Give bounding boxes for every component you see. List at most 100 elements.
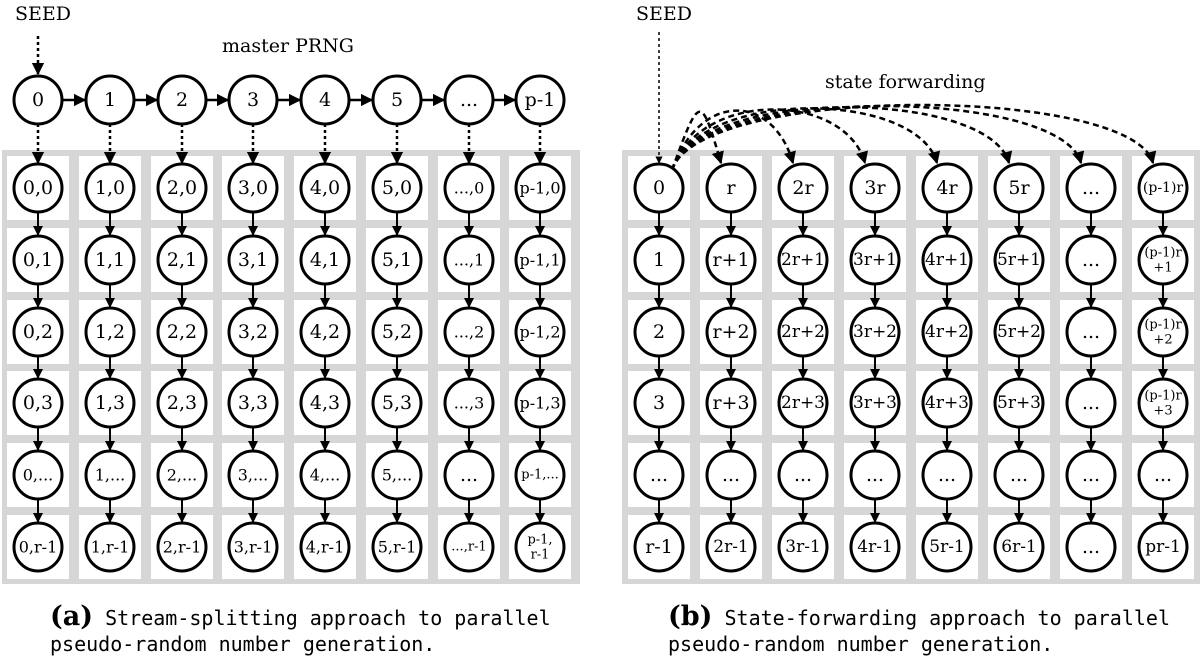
forward-node-circle [1137, 162, 1189, 214]
forward-node-label-line: (p-1)r [1144, 245, 1182, 260]
master-node-circle [371, 74, 423, 126]
stream-node-circle [12, 377, 64, 429]
stream-node: 5,1 [371, 234, 423, 286]
stream-node-label: 5,1 [382, 249, 412, 271]
forward-node-label: 4r-1 [857, 537, 893, 557]
stream-node-circle [514, 234, 566, 286]
stream-node-circle [443, 521, 495, 573]
stream-node: 5,2 [371, 306, 423, 358]
stream-node-label: 5,... [382, 466, 413, 485]
forward-node-label: 2r [792, 177, 814, 199]
master-node-circle [299, 74, 351, 126]
stream-node-circle [156, 162, 208, 214]
caption-b-line2: pseudo-random number generation. [668, 632, 1054, 656]
forward-node-circle [849, 306, 901, 358]
forward-node-label: ... [1082, 464, 1100, 486]
stream-node-circle [299, 377, 351, 429]
forward-node-label: r [726, 177, 736, 199]
caption-a-tag: (a) [50, 601, 94, 632]
caption-b-tag: (b) [668, 601, 713, 632]
forward-node: 5r+1 [993, 234, 1045, 286]
forward-node: 3 [633, 377, 685, 429]
stream-node-circle [443, 306, 495, 358]
stream-node-circle [371, 234, 423, 286]
stream-node-label: ...,2 [454, 323, 485, 342]
forward-node-circle [777, 306, 829, 358]
forward-node-circle [705, 521, 757, 573]
stream-node-label: 5,r-1 [378, 538, 417, 557]
forward-node: ... [921, 449, 973, 501]
stream-node-circle [514, 162, 566, 214]
stream-node-label-line: p-1, [527, 532, 552, 547]
forward-node-label: (p-1)r+1 [1144, 245, 1182, 275]
stream-node: ...,r-1 [443, 521, 495, 573]
stream-node: 1,3 [84, 377, 136, 429]
forward-node: ... [705, 449, 757, 501]
prng-diagram: SEED master PRNG SEED state forwarding 0… [2, 3, 1200, 584]
master-node: 5 [371, 74, 423, 126]
forward-node: 2 [633, 306, 685, 358]
forward-node-circle [1137, 234, 1189, 286]
forward-node-circle [705, 377, 757, 429]
stream-node-circle [371, 162, 423, 214]
forward-node-circle [849, 449, 901, 501]
stream-node: 4,2 [299, 306, 351, 358]
forward-node-label: (p-1)r+2 [1144, 317, 1182, 347]
stream-node-label: 2,1 [167, 249, 197, 271]
stream-node-circle [84, 377, 136, 429]
stream-node-label: ...,3 [454, 394, 485, 413]
stream-node-label: 4,r-1 [306, 538, 345, 557]
stream-node-circle [156, 449, 208, 501]
stream-node-label: 3,1 [238, 249, 268, 271]
forward-node-label: 0 [653, 177, 665, 199]
stream-node-label: 0,3 [23, 392, 53, 414]
forward-node: 4r-1 [849, 521, 901, 573]
stream-node-circle [84, 162, 136, 214]
master-node-label: 4 [319, 89, 331, 111]
stream-node-label: p-1,... [521, 468, 559, 483]
caption-b: (b) State-forwarding approach to paralle… [668, 601, 1170, 657]
stream-node-circle [443, 234, 495, 286]
forward-node: ... [1065, 377, 1117, 429]
forward-node: 1 [633, 234, 685, 286]
forward-node: 6r-1 [993, 521, 1045, 573]
forward-node-circle [1137, 521, 1189, 573]
forward-node-label-line: +2 [1153, 332, 1172, 347]
master-node: 2 [156, 74, 208, 126]
stream-node-label: p-1,r-1 [527, 532, 552, 562]
forward-node-circle [777, 521, 829, 573]
stream-node-circle [514, 377, 566, 429]
stream-node-label: 1,0 [95, 177, 125, 199]
forward-node-circle [921, 449, 973, 501]
stream-node-label: ... [460, 464, 478, 486]
master-node-label: p-1 [525, 89, 556, 111]
master-node: 0 [12, 74, 64, 126]
forward-node-label: 3r+1 [853, 250, 897, 270]
forward-node-label: ... [1082, 249, 1100, 271]
stream-node-circle [299, 234, 351, 286]
forward-node: 5r [993, 162, 1045, 214]
forward-node: 3r+2 [849, 306, 901, 358]
stream-node: 0,3 [12, 377, 64, 429]
stream-node: 1,0 [84, 162, 136, 214]
stream-node-label: 4,... [310, 466, 341, 485]
state-forwarding-arrow [670, 107, 941, 171]
forward-node: ... [849, 449, 901, 501]
stream-node: 3,... [227, 449, 279, 501]
stream-node: 4,0 [299, 162, 351, 214]
stream-node-circle [514, 306, 566, 358]
stream-node-label: 1,r-1 [91, 538, 130, 557]
stream-node-circle [371, 377, 423, 429]
stream-node-label: 4,2 [310, 321, 340, 343]
stream-node: 1,r-1 [84, 521, 136, 573]
forward-node-circle [1137, 306, 1189, 358]
master-prng-label: master PRNG [222, 35, 354, 57]
forward-node-label: 5r+3 [997, 393, 1041, 413]
forward-node-label: 4r+2 [925, 322, 969, 342]
stream-node: p-1,... [514, 449, 566, 501]
stream-node-circle [299, 449, 351, 501]
stream-node-label: 0,r-1 [19, 538, 58, 557]
forward-node-circle [921, 521, 973, 573]
forward-node: 2r+2 [777, 306, 829, 358]
forward-node-label: r+1 [712, 249, 749, 271]
